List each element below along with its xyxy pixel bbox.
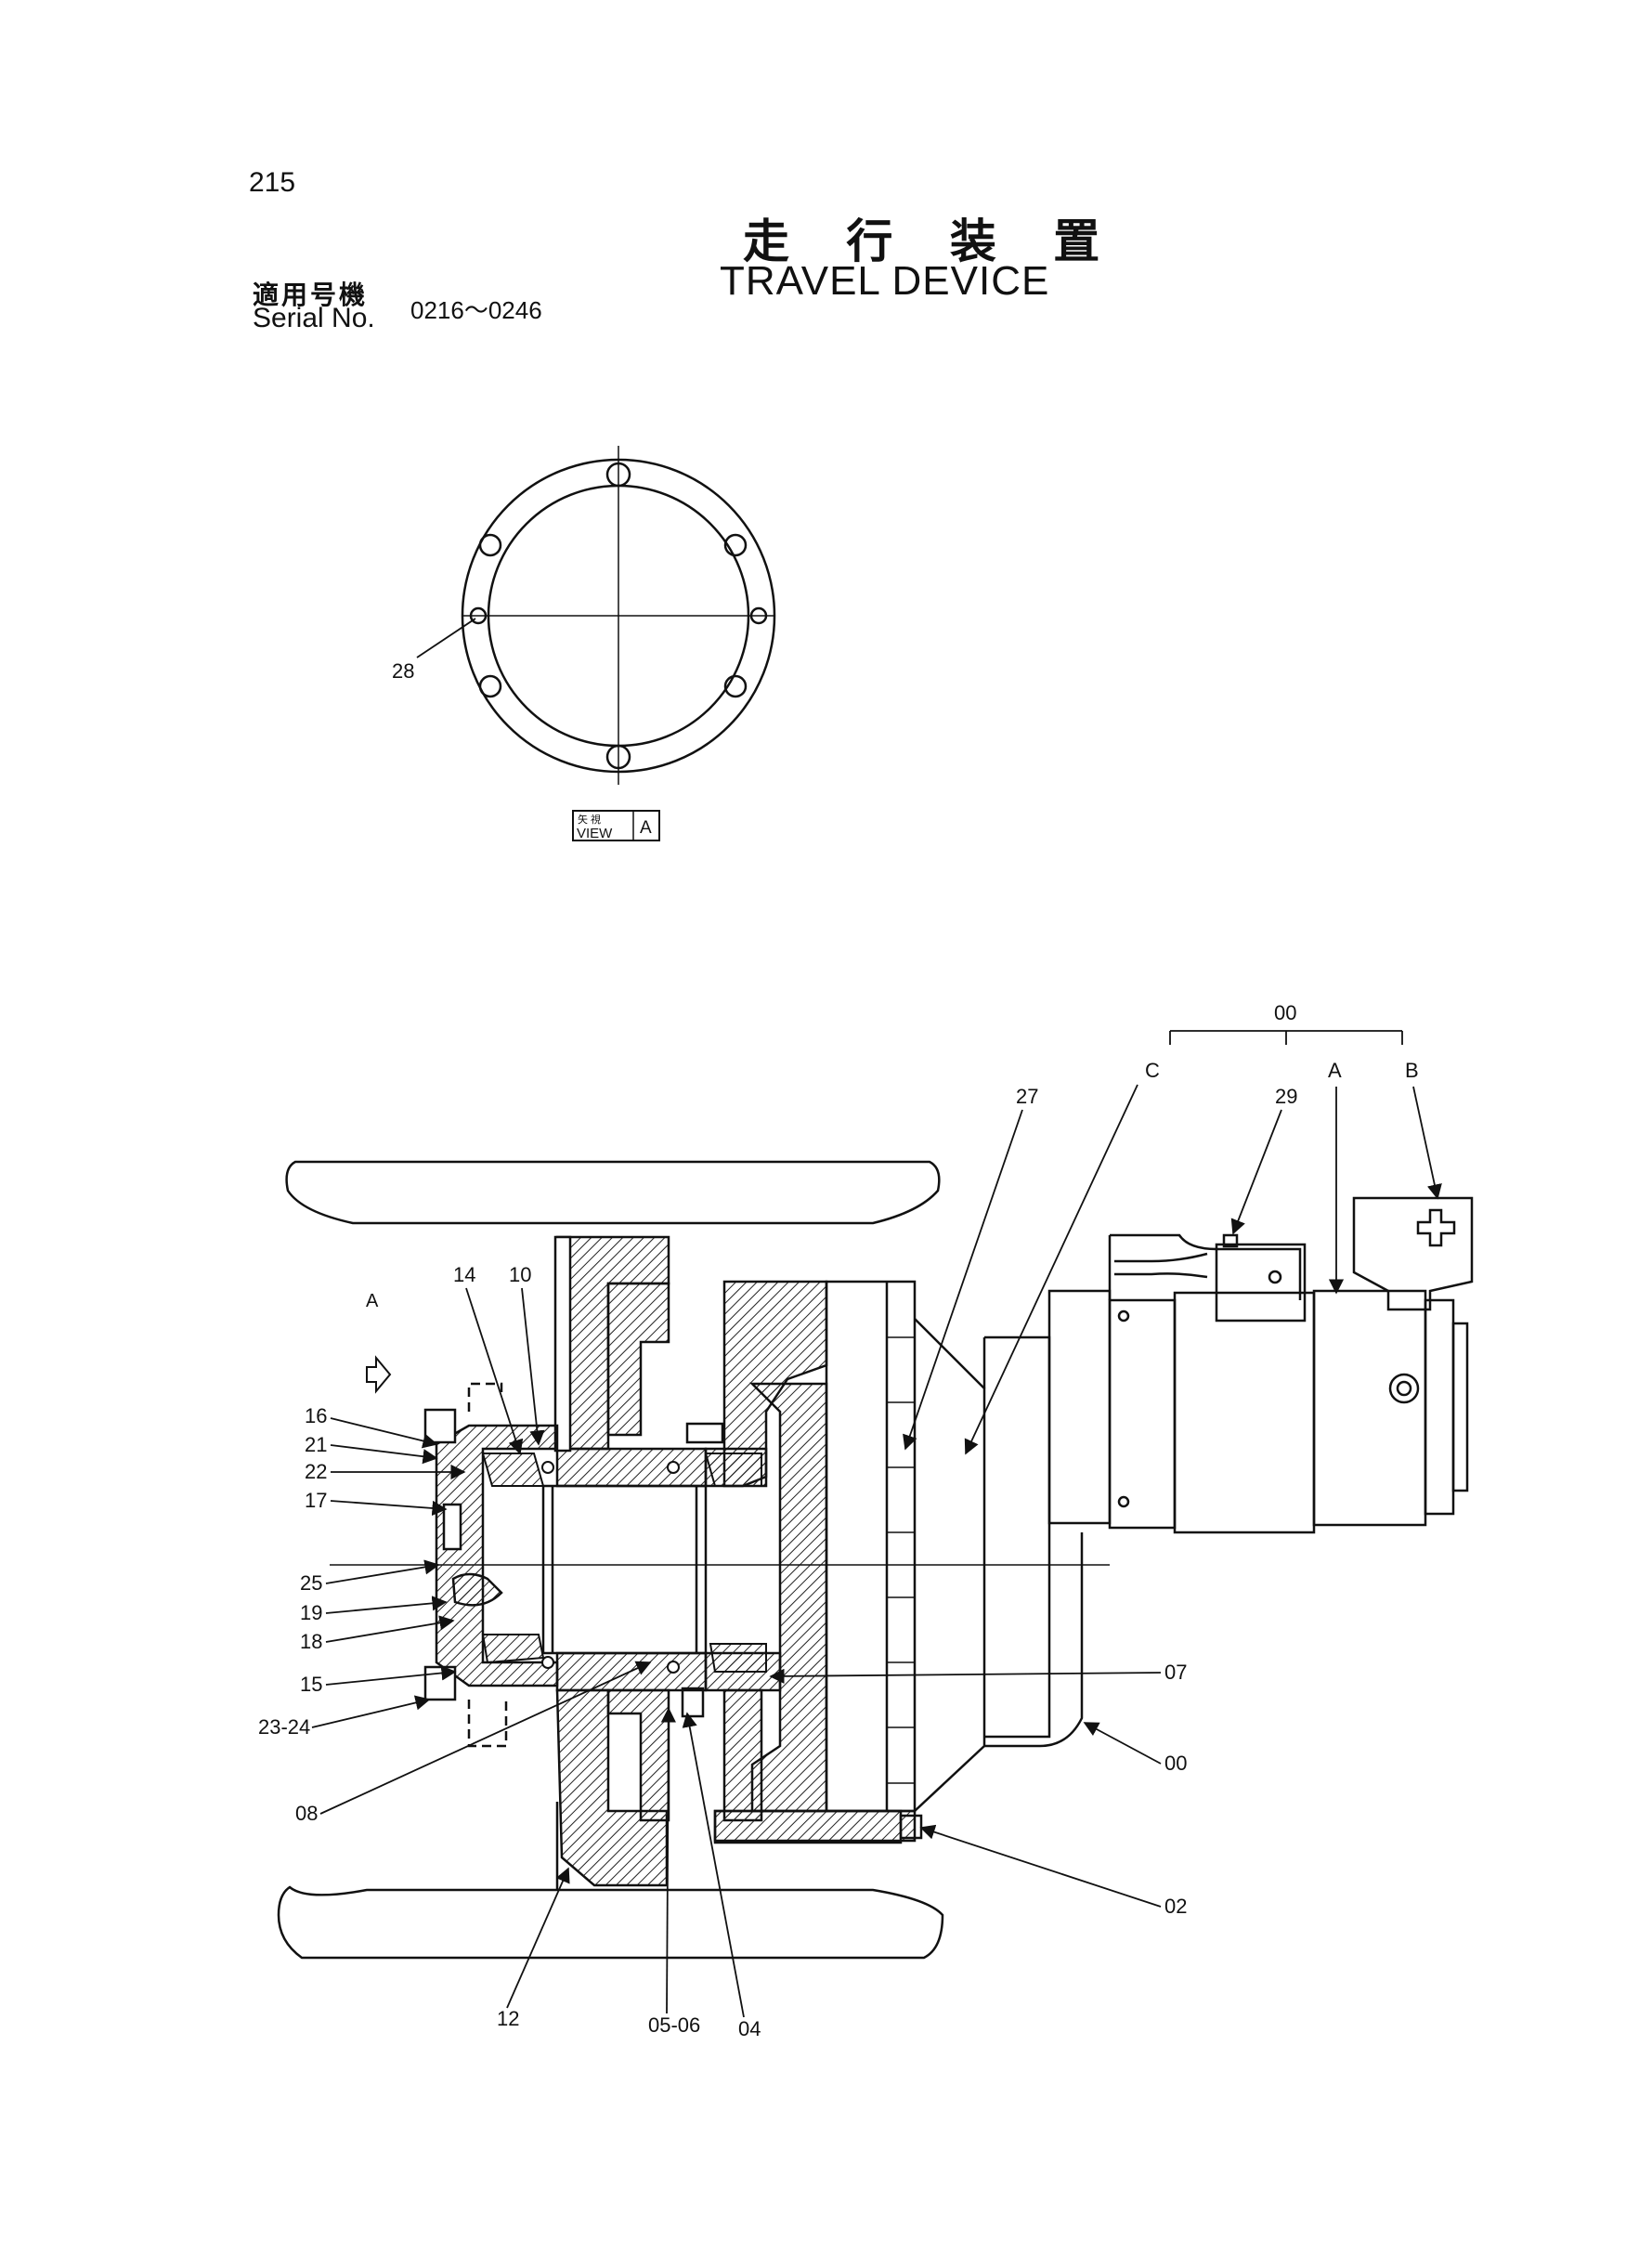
callout-00-a: A bbox=[1328, 1059, 1342, 1082]
view-a-flange bbox=[461, 446, 776, 785]
callout-17: 17 bbox=[305, 1489, 327, 1512]
callout-21: 21 bbox=[305, 1433, 327, 1456]
callout-00-c: C bbox=[1145, 1059, 1160, 1082]
callout-00-right: 00 bbox=[1164, 1752, 1187, 1775]
sprocket-hub bbox=[553, 1235, 708, 1890]
page-title-japanese: 走 行 装 置 bbox=[743, 215, 1121, 268]
track-shoe-bottom bbox=[277, 1885, 944, 1960]
callout-23-24: 23-24 bbox=[258, 1715, 310, 1739]
callout-00-b: B bbox=[1405, 1059, 1419, 1082]
callout-18: 18 bbox=[300, 1630, 322, 1653]
callout-14: 14 bbox=[453, 1263, 475, 1286]
view-a-label-letter: A bbox=[640, 818, 652, 838]
callout-07: 07 bbox=[1164, 1661, 1187, 1684]
callout-04: 04 bbox=[738, 2017, 761, 2040]
serial-label-english: Serial No. bbox=[253, 303, 375, 333]
track-shoe-top bbox=[285, 1160, 941, 1225]
page-title-english: TRAVEL DEVICE bbox=[720, 258, 1050, 304]
view-a-direction-arrow bbox=[366, 1355, 392, 1394]
page-number: 215 bbox=[249, 167, 296, 198]
hydraulic-motor bbox=[1047, 1196, 1474, 1672]
view-a-label: 矢 視 VIEW A bbox=[572, 810, 660, 841]
callout-02: 02 bbox=[1164, 1895, 1187, 1918]
callout-arrow-a: A bbox=[366, 1291, 379, 1311]
view-a-label-jp: 矢 視 bbox=[578, 813, 601, 826]
callout-00-top: 00 bbox=[1274, 1001, 1296, 1024]
bearings bbox=[481, 1453, 767, 1674]
callout-25: 25 bbox=[300, 1571, 322, 1595]
callout-10: 10 bbox=[509, 1263, 531, 1286]
callout-27: 27 bbox=[1016, 1085, 1038, 1108]
end-cover bbox=[423, 1382, 559, 1748]
callout-08: 08 bbox=[295, 1802, 318, 1825]
leader-lines bbox=[311, 1030, 1442, 2018]
view-a-label-en: VIEW bbox=[577, 826, 613, 841]
callout-16: 16 bbox=[305, 1404, 327, 1427]
callout-05-06: 05-06 bbox=[648, 2013, 700, 2037]
callout-29: 29 bbox=[1275, 1085, 1297, 1108]
callout-22: 22 bbox=[305, 1460, 327, 1483]
callout-19: 19 bbox=[300, 1601, 322, 1624]
callout-28: 28 bbox=[392, 659, 414, 683]
callout-15: 15 bbox=[300, 1673, 322, 1696]
callout-12: 12 bbox=[497, 2007, 519, 2030]
reduction-housing bbox=[704, 1280, 917, 1843]
leader-28 bbox=[416, 618, 476, 658]
housing-outline bbox=[825, 1280, 1084, 1813]
callout-labels: 00 C A B 27 29 14 10 A 16 21 22 17 25 19… bbox=[258, 1001, 1419, 2040]
serial-range: 0216～0246 bbox=[410, 296, 542, 324]
serial-label-japanese: 適用号機 bbox=[253, 280, 369, 310]
